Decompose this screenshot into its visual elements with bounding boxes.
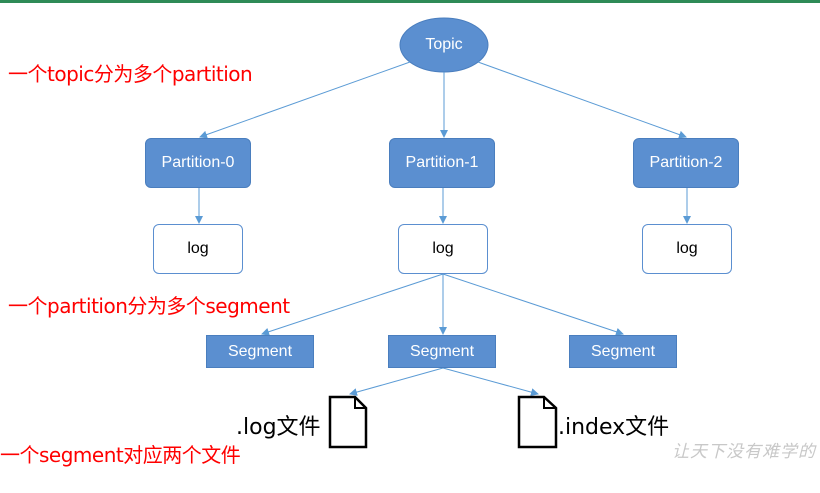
connector-log-segment-0 xyxy=(261,273,444,336)
connector-log-segment-2 xyxy=(442,273,624,336)
log-file-label: .log文件 xyxy=(236,415,321,440)
connector-topic-partition-0 xyxy=(199,61,411,139)
partition-2-log-node: log xyxy=(642,224,732,274)
partition-1-node: Partition-1 xyxy=(389,138,495,188)
segment-0-node: Segment xyxy=(206,335,314,368)
partition-1-log-node: log xyxy=(398,224,488,274)
segment-annotation: 一个segment对应两个文件 xyxy=(0,443,241,467)
connector-topic-partition-2 xyxy=(477,61,687,139)
index-file-icon xyxy=(517,395,558,449)
segment-1-node: Segment xyxy=(388,335,496,368)
topic-node: Topic xyxy=(425,36,463,53)
connector-segment-index-file xyxy=(442,367,539,397)
top-accent-bar xyxy=(0,0,820,3)
partition-annotation: 一个partition分为多个segment xyxy=(8,294,290,318)
topic-annotation: 一个topic分为多个partition xyxy=(8,62,253,86)
connector-segment-log-file xyxy=(349,367,444,396)
segment-2-node: Segment xyxy=(569,335,677,368)
partition-0-node: Partition-0 xyxy=(145,138,251,188)
index-file-label: .index文件 xyxy=(558,415,670,440)
watermark-text: 让天下没有难学的 xyxy=(672,442,816,462)
partition-0-log-node: log xyxy=(153,224,243,274)
partition-2-node: Partition-2 xyxy=(633,138,739,188)
log-file-icon xyxy=(328,395,368,449)
